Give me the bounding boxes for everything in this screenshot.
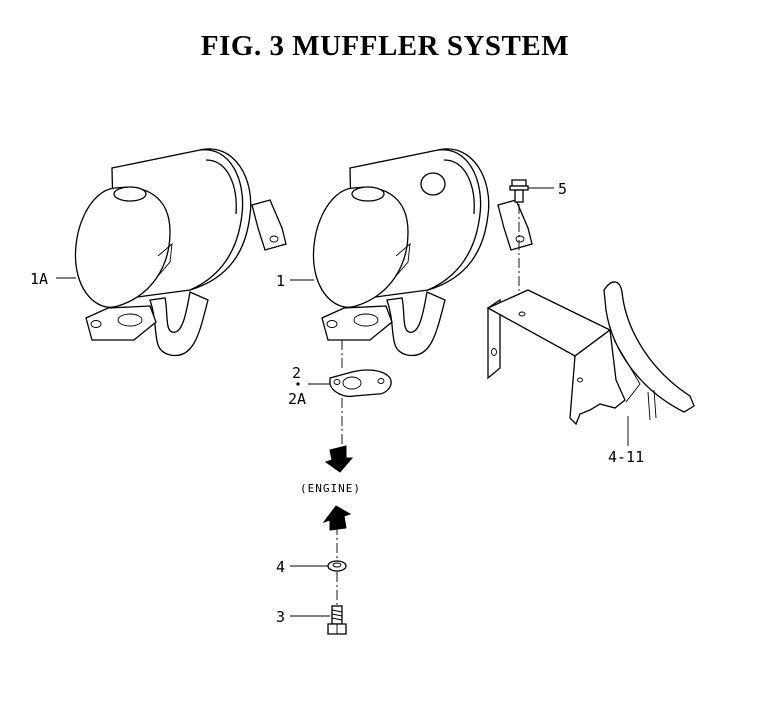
callout-2a: 2A: [288, 390, 306, 408]
callout-1a: 1A: [30, 270, 48, 288]
callout-1: 1: [276, 272, 285, 290]
arrow-up-icon: [322, 505, 352, 531]
muffler-1a: [74, 148, 287, 357]
callout-2: 2: [292, 364, 301, 382]
callout-4-11: 4-11: [608, 448, 644, 466]
gasket-variant-dot: [296, 382, 300, 386]
engine-label: (ENGINE): [300, 482, 361, 495]
bolt: [327, 605, 347, 635]
bracket-bolt: [509, 179, 529, 203]
bracket-4-11: [486, 281, 695, 426]
washer: [327, 560, 347, 572]
callout-4: 4: [276, 558, 285, 576]
figure-title: FIG. 3 MUFFLER SYSTEM: [200, 30, 570, 62]
gasket: [329, 369, 392, 398]
muffler-1: [312, 148, 533, 357]
arrow-down-icon: [324, 445, 354, 473]
callout-3: 3: [276, 608, 285, 626]
callout-5: 5: [558, 180, 567, 198]
